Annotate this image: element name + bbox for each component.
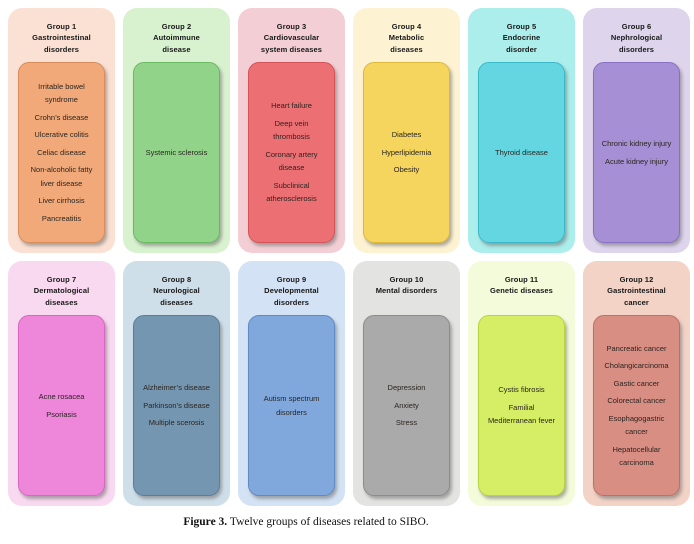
group-2-card: Group 2 Autoimmune disease Systemic scle…: [123, 8, 230, 253]
disease-item: Hyperlipidemia: [381, 147, 432, 157]
disease-item: Pancreatic cancer: [606, 343, 667, 353]
disease-item: Cystis fibrosis: [498, 385, 545, 395]
disease-item: Colorectal cancer: [607, 396, 666, 405]
group-name: Neurological diseases: [153, 286, 200, 307]
disease-item: Ulcerative colitis: [34, 130, 89, 140]
group-label: Group 7: [46, 275, 77, 284]
disease-item: Obesity: [393, 165, 420, 175]
group-12-card: Group 12 Gastrointestinal cancer Pancrea…: [583, 261, 690, 506]
group-7-card: Group 7 Dermatological diseases Acne ros…: [8, 261, 115, 506]
disease-groups-grid: Group 1 Gastrointestinal disorders Irrit…: [8, 8, 690, 506]
group-name: Cardiovascular system diseases: [260, 33, 323, 54]
disease-item: Diabetes: [391, 130, 422, 140]
group-header: Group 6 Nephrological disorders: [583, 8, 690, 62]
group-6-card: Group 6 Nephrological disorders Chronic …: [583, 8, 690, 253]
group-header: Group 10 Mental disorders: [353, 261, 460, 315]
disease-item: Cholangicarcinoma: [604, 361, 669, 370]
disease-item: Systemic sclerosis: [145, 147, 208, 157]
disease-item: Psoriasis: [46, 409, 77, 419]
group-header: Group 9 Developmental disorders: [238, 261, 345, 315]
group-header: Group 1 Gastrointestinal disorders: [8, 8, 115, 62]
group-label: Group 12: [619, 275, 654, 284]
group-9-card: Group 9 Developmental disorders Autism s…: [238, 261, 345, 506]
group-label: Group 1: [46, 22, 77, 31]
disease-item: Thyroid disease: [495, 147, 548, 157]
group-header: Group 4 Metabolic diseases: [353, 8, 460, 62]
disease-list: Systemic sclerosis: [133, 62, 220, 243]
disease-item: Liver cirrhosis: [38, 196, 85, 206]
disease-item: Coronary artery disease: [265, 149, 318, 173]
group-11-card: Group 11 Genetic diseases Cystis fibrosi…: [468, 261, 575, 506]
group-label: Group 9: [276, 275, 307, 284]
group-name: Mental disorders: [375, 286, 438, 296]
disease-item: Crohn’s disease: [34, 112, 89, 122]
group-label: Group 10: [389, 275, 424, 284]
disease-item: Subclinical atherosclerosis: [266, 180, 317, 204]
group-label: Group 4: [391, 22, 422, 31]
disease-item: Gastic cancer: [613, 378, 660, 388]
group-name: Nephrological disorders: [610, 33, 663, 54]
figure-caption: Figure 3. Twelve groups of diseases rela…: [0, 516, 694, 528]
group-name: Endocrine disorder: [502, 33, 541, 54]
group-header: Group 5 Endocrine disorder: [468, 8, 575, 62]
disease-item: Non-alcoholic fatty liver disease: [30, 165, 93, 188]
group-label: Group 5: [506, 22, 537, 31]
figure-caption-text: Twelve groups of diseases related to SIB…: [227, 516, 429, 528]
disease-list: Thyroid disease: [478, 62, 565, 243]
disease-item: Esophagogastric cancer: [608, 413, 665, 437]
disease-list: Autism spectrum disorders: [248, 315, 335, 496]
group-header: Group 7 Dermatological diseases: [8, 261, 115, 315]
group-header: Group 8 Neurological diseases: [123, 261, 230, 315]
disease-item: Deep vein thrombosis: [273, 118, 310, 142]
disease-item: Pancreatitis: [41, 213, 82, 223]
group-name: Autoimmune disease: [153, 33, 200, 54]
group-name: Genetic diseases: [490, 286, 553, 296]
group-label: Group 3: [276, 22, 307, 31]
group-3-card: Group 3 Cardiovascular system diseases H…: [238, 8, 345, 253]
group-header: Group 2 Autoimmune disease: [123, 8, 230, 62]
disease-item: Autism spectrum disorders: [263, 394, 320, 417]
group-label: Group 6: [621, 22, 652, 31]
group-header: Group 12 Gastrointestinal cancer: [583, 261, 690, 315]
disease-item: Familial Mediterranean fever: [487, 402, 556, 426]
figure-caption-label: Figure 3.: [183, 516, 228, 528]
disease-item: Irritable bowel syndrome: [38, 81, 85, 105]
group-5-card: Group 5 Endocrine disorder Thyroid disea…: [468, 8, 575, 253]
group-name: Dermatological diseases: [33, 286, 90, 307]
disease-item: Alzheimer’s disease: [143, 383, 210, 393]
group-name: Developmental disorders: [264, 286, 319, 307]
disease-item: Depression: [387, 383, 426, 393]
group-label: Group 11: [504, 275, 539, 284]
group-label: Group 2: [161, 22, 192, 31]
disease-item: Celiac disease: [37, 147, 86, 157]
group-8-card: Group 8 Neurological diseases Alzheimer’…: [123, 261, 230, 506]
disease-item: Heart failure: [271, 101, 312, 111]
group-name: Gastrointestinal disorders: [32, 33, 91, 54]
group-header: Group 11 Genetic diseases: [468, 261, 575, 315]
group-label: Group 8: [161, 275, 192, 284]
group-1-card: Group 1 Gastrointestinal disorders Irrit…: [8, 8, 115, 253]
disease-item: Hepatocellular carcinoma: [612, 444, 661, 468]
group-header: Group 3 Cardiovascular system diseases: [238, 8, 345, 62]
disease-item: Multiple scerosis: [148, 418, 205, 428]
disease-item: Chronic kidney injury: [601, 139, 672, 148]
disease-item: Acute kidney injury: [605, 156, 668, 166]
group-name: Gastrointestinal cancer: [607, 286, 666, 307]
disease-item: Parkinson’s disease: [143, 400, 210, 410]
disease-item: Stress: [395, 418, 418, 428]
disease-item: Acne rosacea: [38, 392, 85, 401]
group-name: Metabolic diseases: [388, 33, 425, 54]
disease-item: Anxiety: [394, 400, 419, 410]
